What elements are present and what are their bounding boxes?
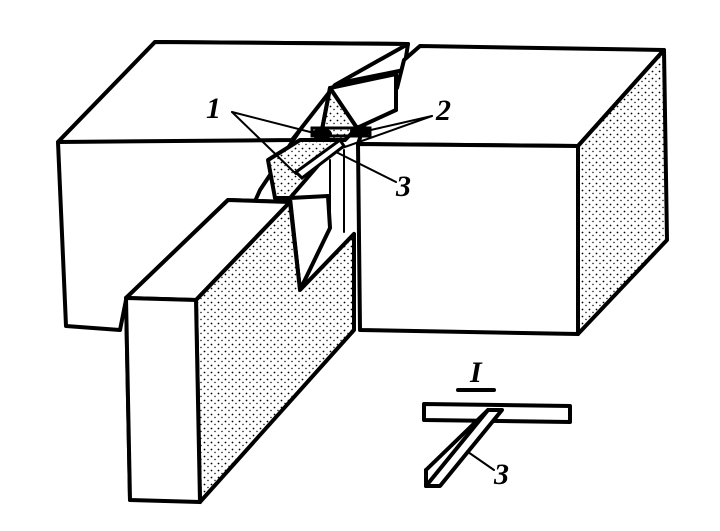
callout-label-1: 1 xyxy=(206,92,221,125)
seal-elements xyxy=(293,125,372,180)
detail-callout-label-3: 3 xyxy=(493,458,509,491)
back-right-block xyxy=(356,44,669,336)
detail-title: I xyxy=(469,356,483,389)
detail-leader xyxy=(467,451,495,471)
detail-section: I 3 xyxy=(422,356,572,491)
callout-label-3: 3 xyxy=(395,170,411,203)
t-profile xyxy=(422,402,572,488)
back-left-panel xyxy=(56,40,410,332)
leader-lines xyxy=(231,111,433,183)
front-left-block xyxy=(124,198,356,504)
callout-label-2: 2 xyxy=(435,94,451,127)
